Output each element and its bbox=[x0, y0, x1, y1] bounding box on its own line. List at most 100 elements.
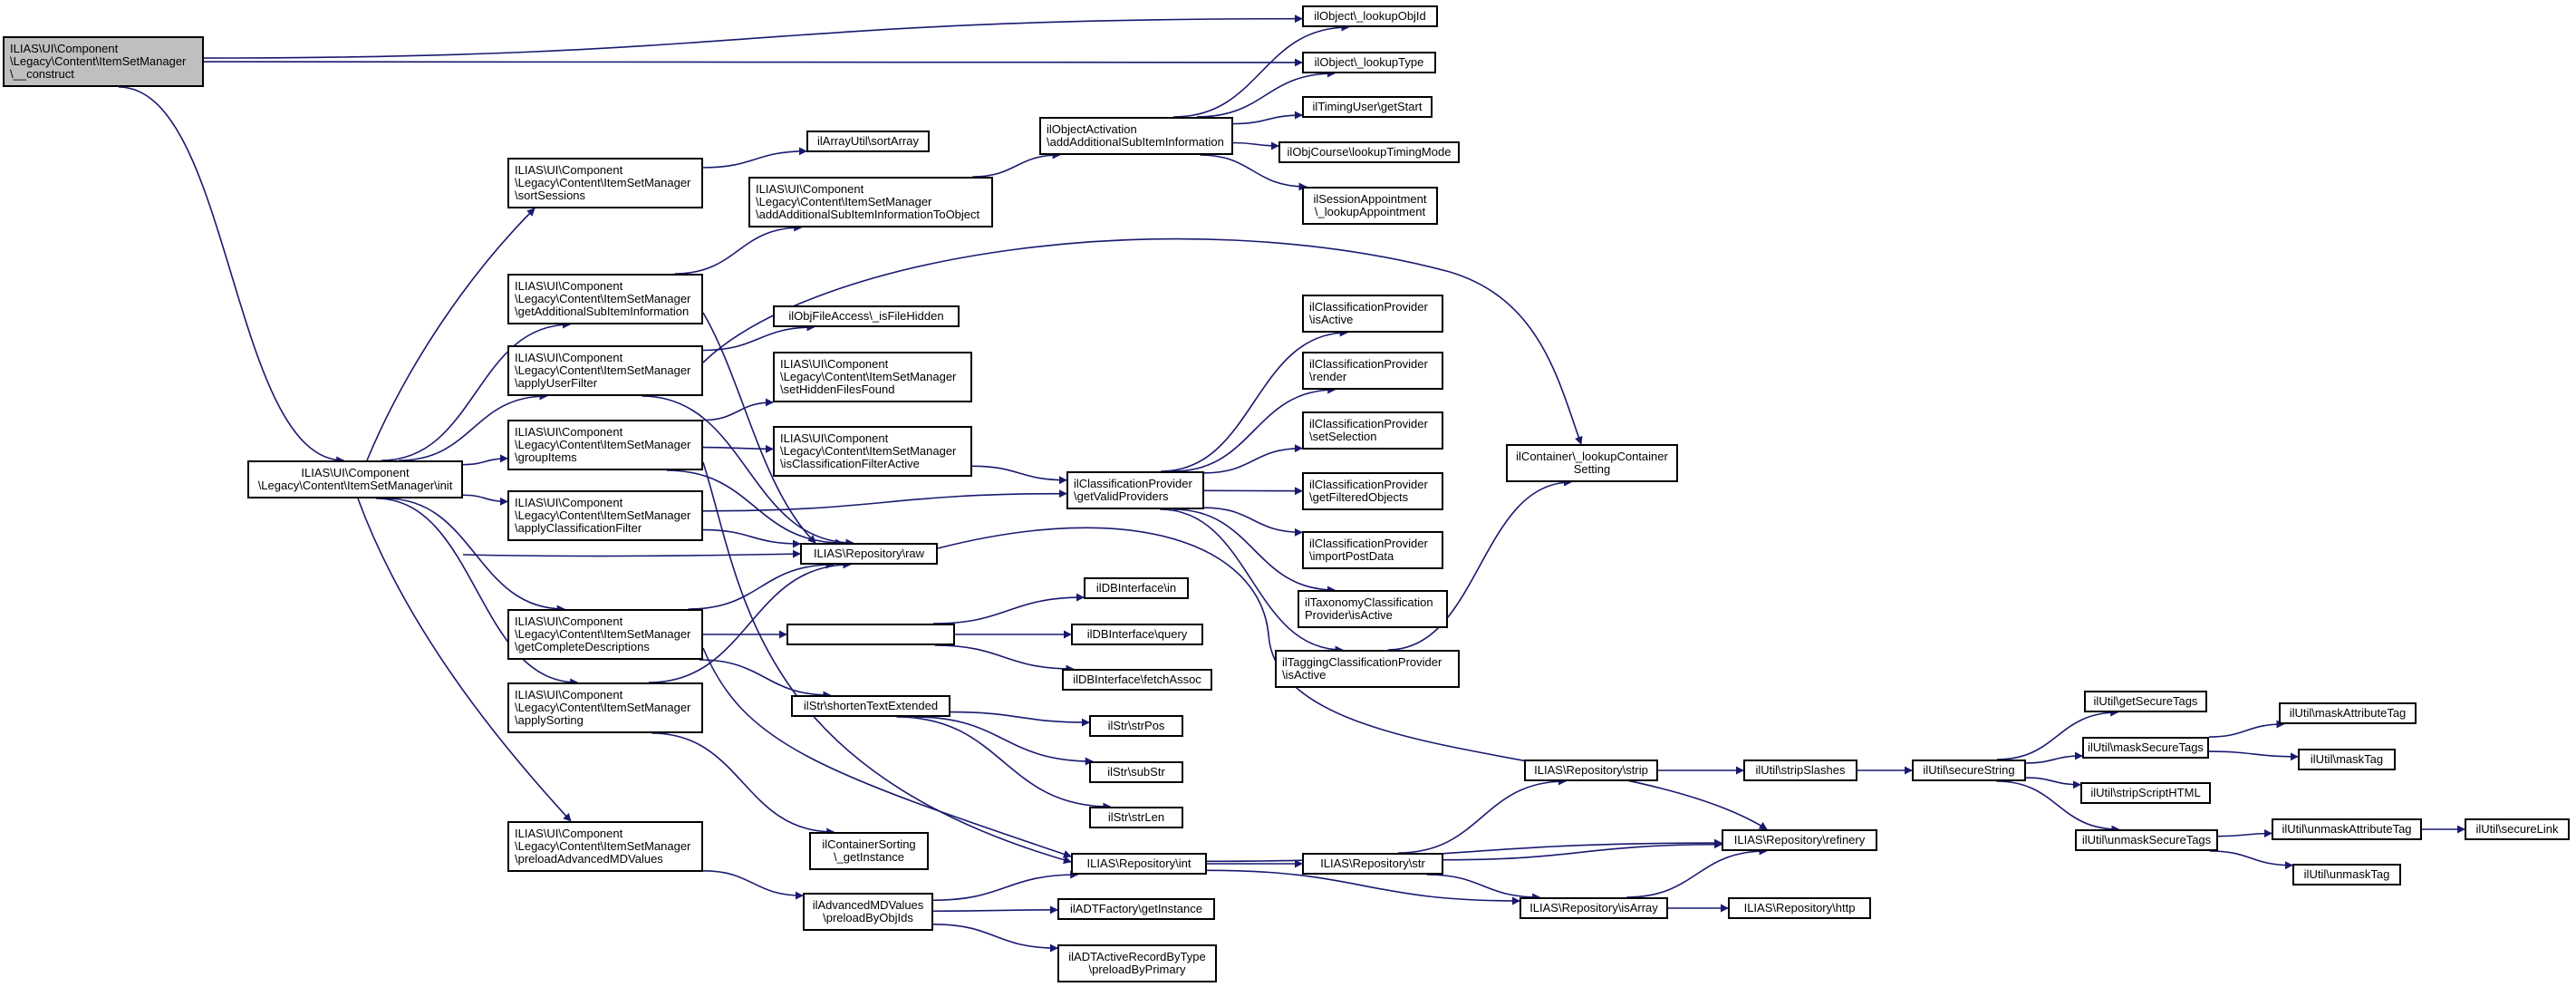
node-repo-int[interactable]: ILIAS\Repository\int bbox=[1071, 853, 1207, 875]
node-lookuptimingmode[interactable]: ilObjCourse\lookupTimingMode bbox=[1278, 141, 1460, 163]
node-repo-strip[interactable]: ILIAS\Repository\strip bbox=[1524, 760, 1658, 781]
node-repo-refinery[interactable]: ILIAS\Repository\refinery bbox=[1722, 829, 1877, 851]
node-applyclassfilter[interactable]: ILIAS\UI\Component \Legacy\Content\ItemS… bbox=[507, 490, 703, 541]
edge-masksecuretags-to-masktag bbox=[2208, 750, 2299, 761]
node-stripslashes[interactable]: ilUtil\stripSlashes bbox=[1743, 760, 1857, 781]
node-substr[interactable]: ilStr\subStr bbox=[1089, 761, 1183, 783]
node-tag-isactive[interactable]: ilTaggingClassificationProvider \isActiv… bbox=[1275, 650, 1460, 688]
edge-shortentext-to-strpos bbox=[950, 711, 1090, 727]
edge-advpreload-to-adtfactory bbox=[932, 905, 1058, 914]
edge-unmasksecuretags-to-unmaskattributetag bbox=[2217, 829, 2272, 838]
node-unmaskattributetag[interactable]: ilUtil\unmaskAttributeTag bbox=[2272, 818, 2422, 840]
node-stripscripthtml[interactable]: ilUtil\stripScriptHTML bbox=[2080, 782, 2211, 804]
node-unmasksecuretags[interactable]: ilUtil\unmaskSecureTags bbox=[2075, 829, 2218, 851]
edge-construct-to-init bbox=[118, 86, 345, 465]
edge-init-to-getaddsubitem bbox=[381, 320, 572, 461]
node-repo-raw[interactable]: ILIAS\Repository\raw bbox=[800, 543, 938, 565]
node-lookupappointment[interactable]: ilSessionAppointment \_lookupAppointment bbox=[1302, 187, 1438, 225]
node-timinggetstart[interactable]: ilTimingUser\getStart bbox=[1302, 96, 1433, 118]
edge-unmasksecuretags-to-unmasktag bbox=[2209, 850, 2293, 870]
node-getcompletedesc[interactable]: ILIAS\UI\Component \Legacy\Content\ItemS… bbox=[507, 609, 703, 660]
node-sortsessions[interactable]: ILIAS\UI\Component \Legacy\Content\ItemS… bbox=[507, 158, 703, 208]
node-getvalidproviders[interactable]: ilClassificationProvider \getValidProvid… bbox=[1066, 471, 1204, 509]
edge-getaddsubitem-to-repo-raw bbox=[702, 312, 816, 544]
edge-repo-isarray-to-repo-refinery bbox=[1626, 847, 1768, 898]
edge-shortentext-to-strlen bbox=[896, 716, 1112, 811]
node-strlen[interactable]: ilStr\strLen bbox=[1089, 807, 1183, 828]
edge-groupitems-to-sethiddenfilesfound bbox=[702, 398, 774, 421]
edge-tag-isactive-to-lookupcontainersetting bbox=[1387, 478, 1572, 651]
edge-init-to-getcompletedesc bbox=[385, 498, 565, 614]
node-db-in[interactable]: ilDBInterface\in bbox=[1084, 577, 1189, 599]
edge-advpreload-to-repo-int bbox=[932, 870, 1079, 902]
node-cp-isactive[interactable]: ilClassificationProvider \isActive bbox=[1302, 295, 1443, 333]
edge-init-to-applyclassfilter bbox=[462, 494, 508, 506]
node-strpos[interactable]: ilStr\strPos bbox=[1089, 715, 1183, 737]
node-cp-render[interactable]: ilClassificationProvider \render bbox=[1302, 352, 1443, 390]
node-securelink[interactable]: ilUtil\secureLink bbox=[2465, 818, 2570, 840]
node-tax-isactive[interactable]: ilTaxonomyClassification Provider\isActi… bbox=[1298, 590, 1448, 628]
node-construct[interactable]: ILIAS\UI\Component \Legacy\Content\ItemS… bbox=[3, 36, 204, 87]
node-isfilehidden[interactable]: ilObjFileAccess\_isFileHidden bbox=[773, 305, 960, 327]
node-advpreload[interactable]: ilAdvancedMDValues \preloadByObjIds bbox=[803, 893, 933, 931]
edge-addaddsubitemtoobject-to-objactivation bbox=[972, 150, 1061, 178]
node-applyuserfilter[interactable]: ILIAS\UI\Component \Legacy\Content\ItemS… bbox=[507, 345, 703, 396]
node-unmasktag[interactable]: ilUtil\unmaskTag bbox=[2292, 864, 2401, 885]
edge-construct-to-lookupobjid bbox=[203, 15, 1303, 59]
node-masksecuretags[interactable]: ilUtil\maskSecureTags bbox=[2082, 737, 2209, 759]
edge-applysorting-to-repo-raw bbox=[648, 560, 852, 683]
node-sethiddenfilesfound[interactable]: ILIAS\UI\Component \Legacy\Content\ItemS… bbox=[773, 352, 972, 402]
node-init[interactable]: ILIAS\UI\Component \Legacy\Content\ItemS… bbox=[247, 460, 463, 498]
node-addaddsubitemtoobject[interactable]: ILIAS\UI\Component \Legacy\Content\ItemS… bbox=[748, 177, 993, 227]
node-shortentext[interactable]: ilStr\shortenTextExtended bbox=[791, 695, 950, 717]
node-isclassfilteractive[interactable]: ILIAS\UI\Component \Legacy\Content\ItemS… bbox=[773, 426, 972, 477]
node-cp-importpostdata[interactable]: ilClassificationProvider \importPostData bbox=[1302, 531, 1443, 569]
node-applysorting[interactable]: ILIAS\UI\Component \Legacy\Content\ItemS… bbox=[507, 682, 703, 733]
edge-repo-int-to-repo-isarray bbox=[1206, 869, 1520, 905]
edge-getcompletedesc-to-repo-int bbox=[702, 647, 1072, 858]
edge-applyuserfilter-to-isfilehidden bbox=[702, 323, 815, 352]
edge-repo-str-to-repo-isarray bbox=[1426, 874, 1541, 902]
edge-getvalidproviders-to-tag-isactive bbox=[1160, 508, 1344, 654]
node-db-fetchassoc[interactable]: ilDBInterface\fetchAssoc bbox=[1062, 669, 1212, 691]
node-cp-setselection[interactable]: ilClassificationProvider \setSelection bbox=[1302, 411, 1443, 450]
node-repo-str[interactable]: ILIAS\Repository\str bbox=[1302, 853, 1443, 875]
node-cp-getfilteredobjects[interactable]: ilClassificationProvider \getFilteredObj… bbox=[1302, 472, 1443, 510]
node-lookupobjid[interactable]: ilObject\_lookupObjId bbox=[1302, 5, 1438, 27]
edge-repo-int-to-repo-refinery bbox=[1206, 838, 1722, 863]
edge-sortsessions-to-sortarray bbox=[702, 147, 807, 169]
node-lookupcontainersetting[interactable]: ilContainer\_lookupContainer Setting bbox=[1506, 444, 1678, 482]
node-masktag[interactable]: ilUtil\maskTag bbox=[2298, 749, 2396, 770]
node-getsecuretags[interactable]: ilUtil\getSecureTags bbox=[2084, 691, 2207, 712]
edge-isclassfilteractive-to-getvalidproviders bbox=[971, 465, 1067, 485]
edge-objactivation-to-lookupobjid bbox=[1173, 23, 1350, 118]
node-groupitems[interactable]: ILIAS\UI\Component \Legacy\Content\ItemS… bbox=[507, 420, 703, 470]
node-repo-isarray[interactable]: ILIAS\Repository\isArray bbox=[1520, 897, 1668, 919]
edge-masksecuretags-to-maskattributetag bbox=[2208, 720, 2285, 738]
edge-applyuserfilter-to-repo-raw bbox=[642, 395, 854, 547]
edge-getcompletedesc-to-shortentext bbox=[699, 659, 832, 700]
edge-getcompletedesc-to-repo-raw bbox=[688, 560, 835, 610]
node-securestring[interactable]: ilUtil\secureString bbox=[1912, 760, 2026, 781]
node-maskattributetag[interactable]: ilUtil\maskAttributeTag bbox=[2279, 702, 2417, 724]
edge-applyuserfilter-to-lookupcontainersetting bbox=[702, 237, 1583, 445]
node-getlongdesc[interactable] bbox=[786, 624, 955, 645]
edge-getvalidproviders-to-cp-setselection bbox=[1203, 444, 1303, 474]
edge-securestring-to-masksecuretags bbox=[2025, 751, 2083, 764]
edge-getvalidproviders-to-tax-isactive bbox=[1172, 508, 1336, 595]
node-lookuptype[interactable]: ilObject\_lookupType bbox=[1302, 52, 1436, 73]
node-adtfactory[interactable]: ilADTFactory\getInstance bbox=[1057, 898, 1215, 920]
node-repo-http[interactable]: ILIAS\Repository\http bbox=[1728, 897, 1871, 919]
node-objactivation[interactable]: ilObjectActivation \addAdditionalSubItem… bbox=[1039, 117, 1233, 155]
edge-construct-to-lookuptype bbox=[203, 58, 1303, 67]
edge-init-to-sortsessions bbox=[366, 208, 535, 461]
node-adtactive[interactable]: ilADTActiveRecordByType \preloadByPrimar… bbox=[1057, 944, 1217, 982]
node-db-query[interactable]: ilDBInterface\query bbox=[1071, 624, 1203, 645]
node-containersorting[interactable]: ilContainerSorting \_getInstance bbox=[809, 832, 929, 870]
node-sortarray[interactable]: ilArrayUtil\sortArray bbox=[806, 131, 930, 152]
edge-groupitems-to-repo-raw bbox=[666, 469, 844, 547]
node-getaddsubitem[interactable]: ILIAS\UI\Component \Legacy\Content\ItemS… bbox=[507, 274, 703, 324]
edge-securestring-to-stripscripthtml bbox=[2025, 777, 2081, 789]
node-preloadadvmd[interactable]: ILIAS\UI\Component \Legacy\Content\ItemS… bbox=[507, 821, 703, 872]
edge-applyclassfilter-to-getvalidproviders bbox=[702, 489, 1067, 512]
